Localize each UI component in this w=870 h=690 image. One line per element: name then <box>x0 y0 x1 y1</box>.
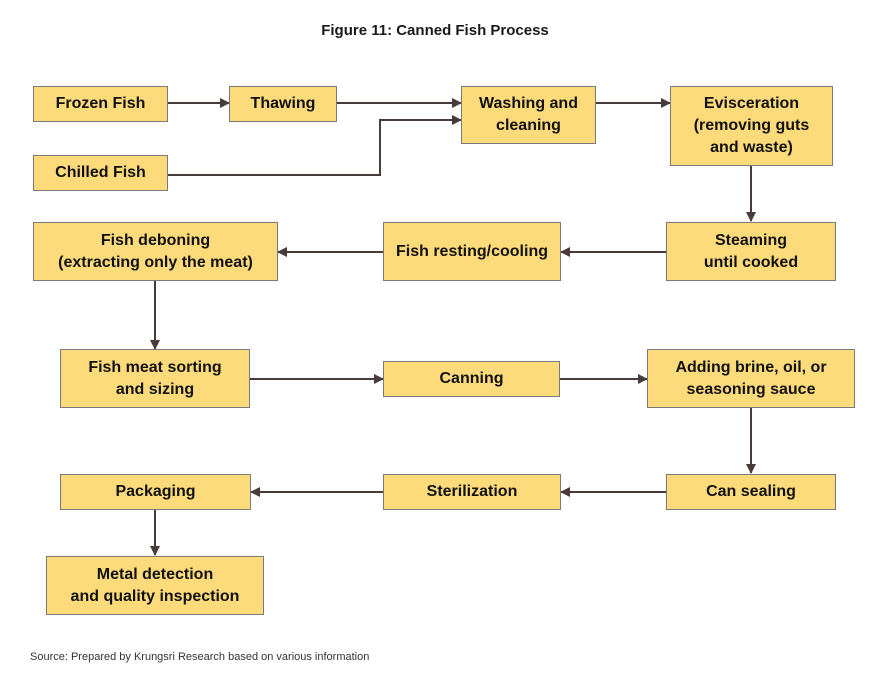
step-thawing: Thawing <box>229 86 337 122</box>
step-canning: Canning <box>383 361 560 397</box>
step-label: Fish deboning (extracting only the meat) <box>58 231 253 271</box>
step-label: Frozen Fish <box>55 95 146 112</box>
step-can-sealing: Can sealing <box>666 474 836 510</box>
step-sterilization: Sterilization <box>383 474 561 510</box>
step-metal-detection: Metal detection and quality inspection <box>46 556 264 615</box>
step-fish-deboning: Fish deboning (extracting only the meat) <box>33 222 278 281</box>
step-packaging: Packaging <box>60 474 251 510</box>
step-label: Thawing <box>250 95 316 112</box>
step-label: Packaging <box>115 483 196 500</box>
step-label: Washing and cleaning <box>479 95 578 134</box>
arrow-chilled-to-washing <box>168 115 462 176</box>
figure-title: Figure 11: Canned Fish Process <box>321 22 549 39</box>
step-label: Adding brine, oil, or seasoning sauce <box>675 358 827 398</box>
step-label: Chilled Fish <box>55 164 146 181</box>
step-steaming: Steaming until cooked <box>666 222 836 281</box>
step-fish-resting-cooling: Fish resting/cooling <box>383 222 561 281</box>
step-label: Metal detection and quality inspection <box>70 565 240 605</box>
step-adding-brine: Adding brine, oil, or seasoning sauce <box>647 349 855 408</box>
step-label: Canning <box>439 370 504 387</box>
step-label: Evisceration (removing guts and waste) <box>693 95 810 156</box>
step-label: Steaming until cooked <box>703 231 799 271</box>
step-label: Fish meat sorting and sizing <box>88 358 222 398</box>
step-label: Can sealing <box>706 483 796 500</box>
step-sorting-sizing: Fish meat sorting and sizing <box>60 349 250 408</box>
source-note: Source: Prepared by Krungsri Research ba… <box>30 651 370 663</box>
step-washing-cleaning: Washing and cleaning <box>461 86 596 144</box>
step-label: Fish resting/cooling <box>395 242 548 260</box>
step-frozen-fish: Frozen Fish <box>33 86 168 122</box>
step-label: Sterilization <box>426 483 518 500</box>
step-chilled-fish: Chilled Fish <box>33 155 168 191</box>
step-evisceration: Evisceration (removing guts and waste) <box>670 86 833 166</box>
